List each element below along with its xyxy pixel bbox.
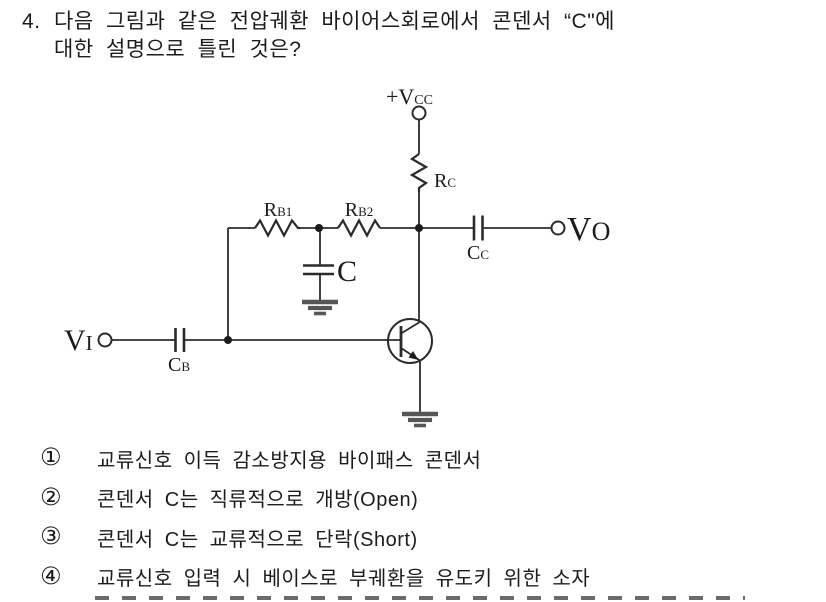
option-3-number-icon: ③	[40, 523, 63, 550]
vi-terminal	[97, 332, 113, 348]
rb2-resistor	[337, 218, 381, 238]
question-block: 4. 다음 그림과 같은 전압궤환 바이어스회로에서 콘덴서 “C"에 대한 설…	[22, 8, 804, 63]
option-1-number-icon: ①	[40, 444, 63, 471]
option-2-text: 콘덴서 C는 직류적으로 개방(Open)	[97, 489, 419, 511]
option-3-text: 콘덴서 C는 교류적으로 단락(Short)	[97, 528, 418, 551]
node-dot-rb	[315, 224, 323, 232]
label-vi: VI	[64, 324, 93, 357]
node-dot-base	[224, 336, 232, 344]
option-4-text: 교류신호 입력 시 베이스로 부궤환을 유도키 위한 소자	[97, 568, 591, 590]
ground-symbol-emitter	[402, 411, 438, 428]
label-c: C	[337, 255, 357, 288]
transistor	[387, 318, 433, 364]
ground-symbol-c	[302, 299, 338, 316]
question-line-1: 다음 그림과 같은 전압궤환 바이어스회로에서 콘덴서 “C"에	[54, 10, 615, 33]
label-rb2: RB2	[345, 199, 374, 221]
cutoff-next-line	[95, 596, 745, 600]
rc-resistor	[409, 153, 429, 192]
label-rc: RC	[434, 170, 456, 192]
label-vcc: +VCC	[386, 84, 433, 109]
question-line-2: 대한 설명으로 틀린 것은?	[54, 37, 302, 61]
option-2: ② 콘덴서 C는 직류적으로 개방(Open)	[0, 484, 826, 512]
emitter-arrow	[408, 351, 419, 360]
question-number: 4.	[22, 10, 41, 33]
question-text: 다음 그림과 같은 전압궤환 바이어스회로에서 콘덴서 “C"에 대한 설명으로…	[54, 8, 804, 63]
answer-options: ① 교류신호 이득 감소방지용 바이패스 콘덴서 ② 콘덴서 C는 직류적으로 …	[0, 444, 826, 602]
label-cc: CC	[467, 242, 489, 264]
option-4: ④ 교류신호 입력 시 베이스로 부궤환을 유도키 위한 소자	[0, 563, 826, 591]
label-rb1: RB1	[264, 199, 293, 221]
vo-terminal	[550, 220, 566, 236]
label-vo: VO	[567, 211, 610, 248]
rb1-resistor	[254, 218, 300, 238]
option-1: ① 교류신호 이득 감소방지용 바이패스 콘덴서	[0, 444, 826, 472]
label-cb: CB	[168, 354, 190, 376]
option-2-number-icon: ②	[40, 483, 63, 511]
option-4-number-icon: ④	[40, 562, 63, 590]
option-3: ③ 콘덴서 C는 교류적으로 단락(Short)	[0, 523, 826, 551]
node-dot-collector	[415, 224, 423, 232]
option-1-text: 교류신호 이득 감소방지용 바이패스 콘덴서	[97, 449, 482, 472]
vcc-terminal	[411, 105, 427, 121]
